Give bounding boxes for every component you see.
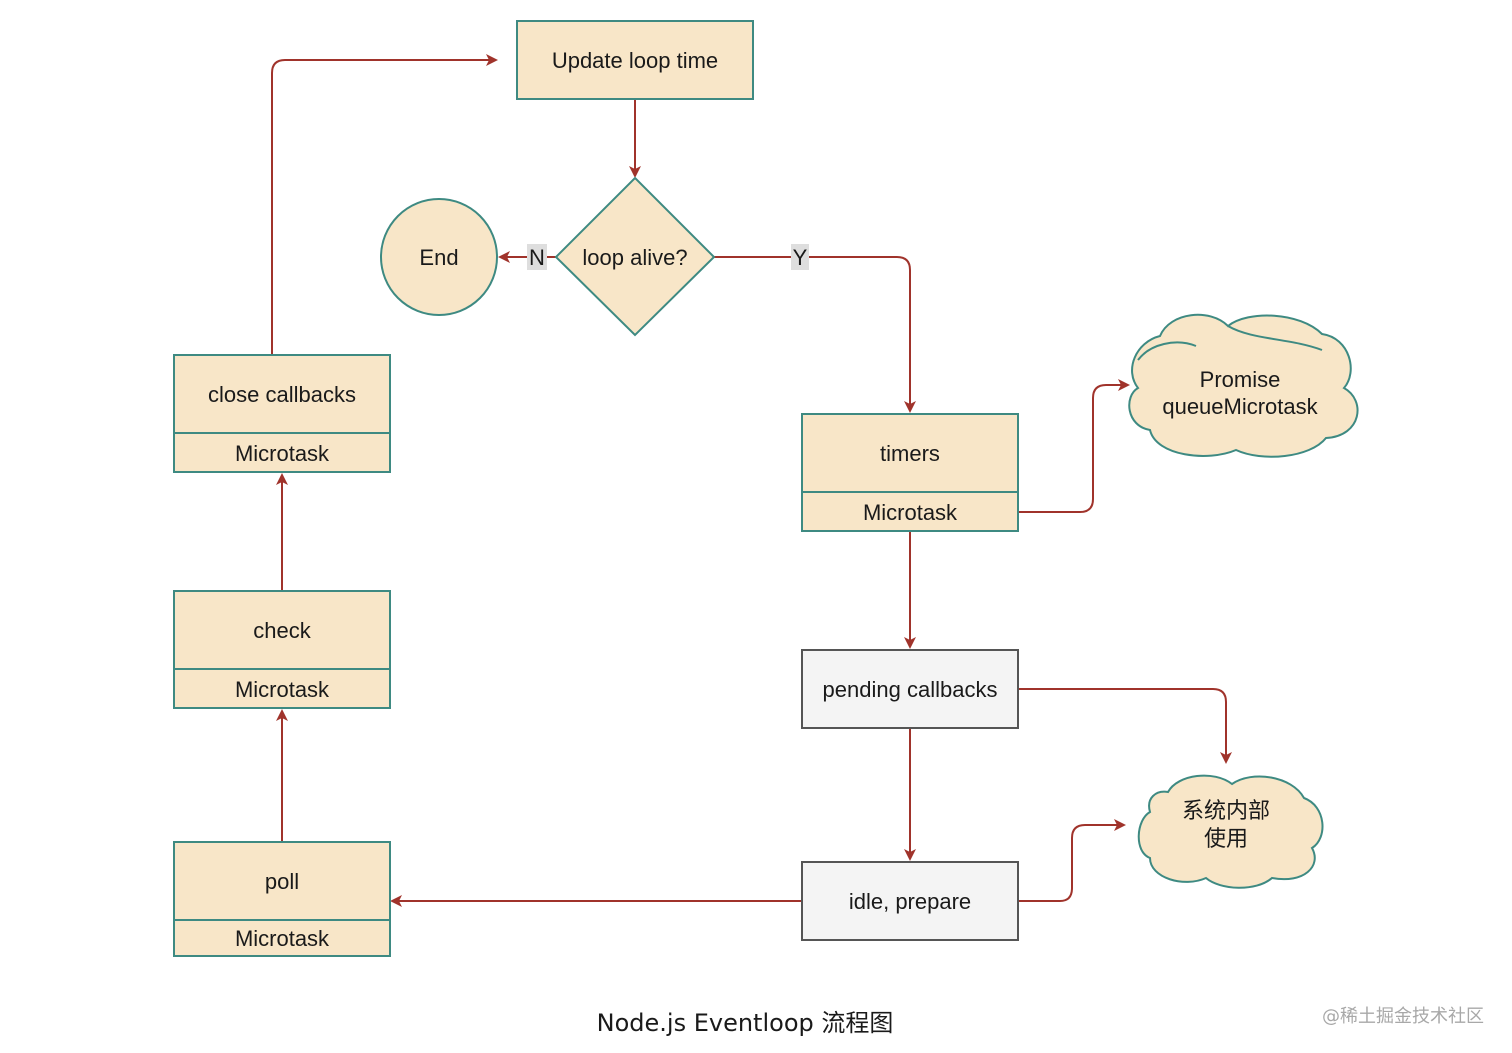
- node-check-microtask-label: Microtask: [235, 677, 330, 702]
- node-promise-cloud-line2: queueMicrotask: [1162, 394, 1318, 419]
- node-check-label: check: [253, 618, 311, 643]
- edge-label-yes-text: Y: [793, 245, 808, 270]
- edge-timers-to-promise-cloud: [1018, 379, 1130, 513]
- node-pending-callbacks: pending callbacks: [801, 649, 1019, 729]
- node-update-loop-time: Update loop time: [516, 20, 754, 100]
- edge-label-no: N: [527, 244, 547, 270]
- edge-loop-alive-to-timers: [714, 256, 916, 413]
- node-idle-prepare-label: idle, prepare: [849, 889, 971, 914]
- edge-idle-to-internal-cloud: [1018, 819, 1126, 902]
- node-idle-prepare: idle, prepare: [801, 861, 1019, 941]
- node-pending-callbacks-label: pending callbacks: [823, 677, 998, 702]
- edge-close-to-update: [271, 54, 498, 355]
- node-close-callbacks: close callbacks Microtask: [173, 354, 391, 473]
- node-loop-alive-label: loop alive?: [582, 245, 687, 270]
- edges: [271, 54, 1232, 907]
- node-promise-cloud: Promise queueMicrotask: [1128, 313, 1359, 458]
- node-update-loop-time-label: Update loop time: [552, 48, 718, 73]
- node-internal-cloud: 系统内部 使用: [1137, 774, 1324, 889]
- node-poll: poll Microtask: [173, 841, 391, 957]
- node-close-callbacks-label: close callbacks: [208, 382, 356, 407]
- node-timers-microtask-label: Microtask: [863, 500, 958, 525]
- node-close-microtask-label: Microtask: [235, 441, 330, 466]
- node-internal-cloud-line1: 系统内部: [1182, 798, 1270, 823]
- node-internal-cloud-line2: 使用: [1204, 826, 1248, 851]
- node-poll-microtask-label: Microtask: [235, 926, 330, 951]
- node-poll-label: poll: [265, 869, 299, 894]
- node-loop-alive: loop alive?: [554, 176, 716, 337]
- diagram-caption: Node.js Eventloop 流程图: [597, 1009, 894, 1037]
- node-end: End: [380, 198, 498, 316]
- node-promise-cloud-line1: Promise: [1200, 367, 1281, 392]
- edge-label-no-text: N: [529, 245, 545, 270]
- node-end-label: End: [419, 245, 458, 270]
- node-timers: timers Microtask: [801, 413, 1019, 532]
- watermark: @稀土掘金技术社区: [1322, 1006, 1484, 1027]
- node-check: check Microtask: [173, 590, 391, 709]
- edge-pending-to-internal-cloud: [1018, 688, 1232, 764]
- node-timers-label: timers: [880, 441, 940, 466]
- edge-label-yes: Y: [791, 244, 809, 270]
